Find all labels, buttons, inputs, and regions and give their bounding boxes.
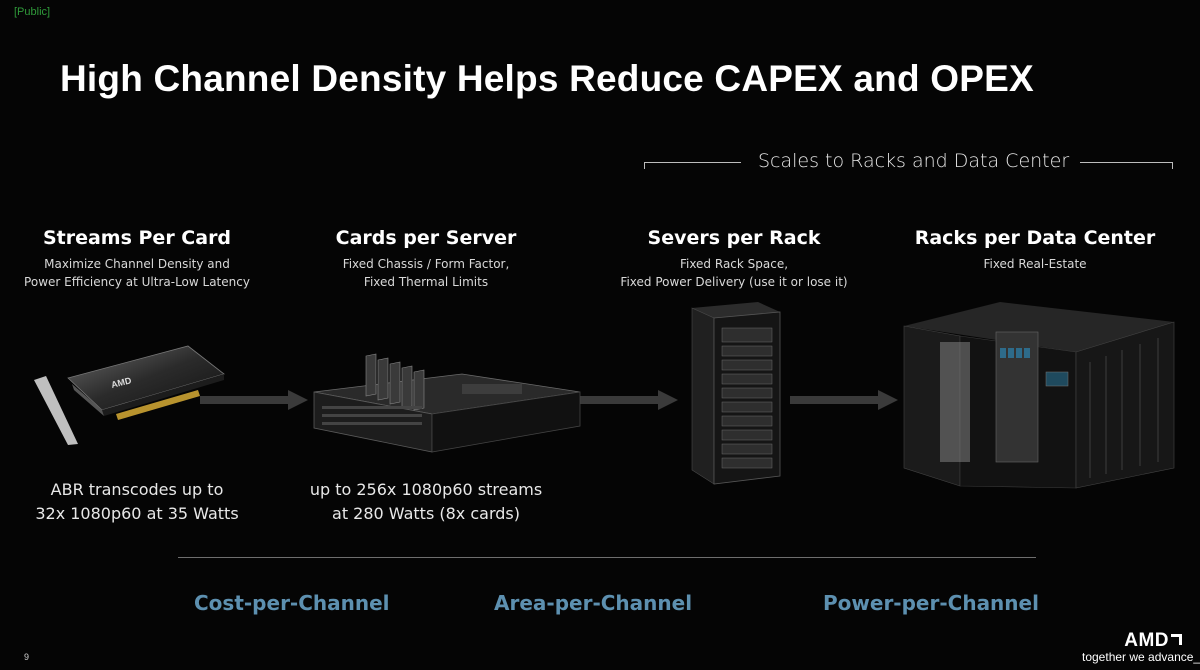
bracket-right	[1080, 162, 1173, 169]
column-subtext-line: Fixed Power Delivery (use it or lose it)	[620, 275, 848, 289]
arrow-right-icon	[200, 390, 308, 410]
column-heading: Streams Per Card	[42, 227, 232, 249]
card-metric-line: ABR transcodes up to	[50, 480, 224, 499]
arrow-right-icon	[790, 390, 898, 410]
classification-label: [Public]	[14, 6, 51, 18]
column-subtext: Maximize Channel Density and Power Effic…	[20, 255, 254, 291]
bracket-left	[644, 162, 741, 169]
card-metric-line: 32x 1080p60 at 35 Watts	[35, 504, 239, 523]
server-metric: up to 256x 1080p60 streams at 280 Watts …	[296, 478, 556, 526]
logo-tagline: together we advance_	[1082, 650, 1200, 664]
label-power-per-channel: Power-per-Channel	[823, 591, 1039, 615]
logo-text: AMD	[1124, 630, 1169, 651]
card-metric: ABR transcodes up to 32x 1080p60 at 35 W…	[20, 478, 254, 526]
column-heading: Severs per Rack	[647, 227, 821, 249]
column-subtext-line: Fixed Real-Estate	[983, 257, 1087, 271]
arrow-right-icon	[570, 390, 678, 410]
amd-arrow-icon	[1171, 634, 1182, 645]
server-chassis-image	[313, 353, 581, 453]
column-subtext-line: Maximize Channel Density and	[44, 257, 230, 271]
column-streams-per-card: Streams Per Card Maximize Channel Densit…	[20, 227, 254, 291]
column-servers-per-rack: Severs per Rack Fixed Rack Space, Fixed …	[614, 227, 854, 291]
column-heading: Racks per Data Center	[914, 227, 1156, 249]
column-subtext-line: Fixed Thermal Limits	[363, 275, 489, 289]
label-area-per-channel: Area-per-Channel	[494, 591, 693, 615]
card-brand-text: AMD	[110, 375, 133, 390]
column-racks-per-data-center: Racks per Data Center Fixed Real-Estate	[910, 227, 1160, 273]
column-heading: Cards per Server	[335, 227, 517, 249]
page-number: 9	[24, 652, 30, 662]
column-cards-per-server: Cards per Server Fixed Chassis / Form Fa…	[306, 227, 546, 291]
server-metric-line: up to 256x 1080p60 streams	[309, 480, 543, 499]
slide-title: High Channel Density Helps Reduce CAPEX …	[60, 58, 1034, 99]
scale-label: Scales to Racks and Data Center	[758, 150, 1070, 172]
column-subtext: Fixed Chassis / Form Factor, Fixed Therm…	[306, 255, 546, 291]
accelerator-card-image: AMD	[34, 345, 225, 445]
server-rack-image	[691, 302, 781, 485]
divider-line	[178, 557, 1036, 558]
column-subtext-line: Fixed Rack Space,	[679, 257, 789, 271]
column-subtext: Fixed Rack Space, Fixed Power Delivery (…	[614, 255, 854, 291]
data-center-image	[903, 302, 1175, 489]
column-subtext: Fixed Real-Estate	[910, 255, 1160, 273]
server-metric-line: at 280 Watts (8x cards)	[332, 504, 520, 523]
amd-logo: AMD together we advance_	[1082, 630, 1200, 664]
column-subtext-line: Power Efficiency at Ultra-Low Latency	[24, 275, 250, 289]
label-cost-per-channel: Cost-per-Channel	[194, 591, 390, 615]
column-subtext-line: Fixed Chassis / Form Factor,	[342, 257, 510, 271]
